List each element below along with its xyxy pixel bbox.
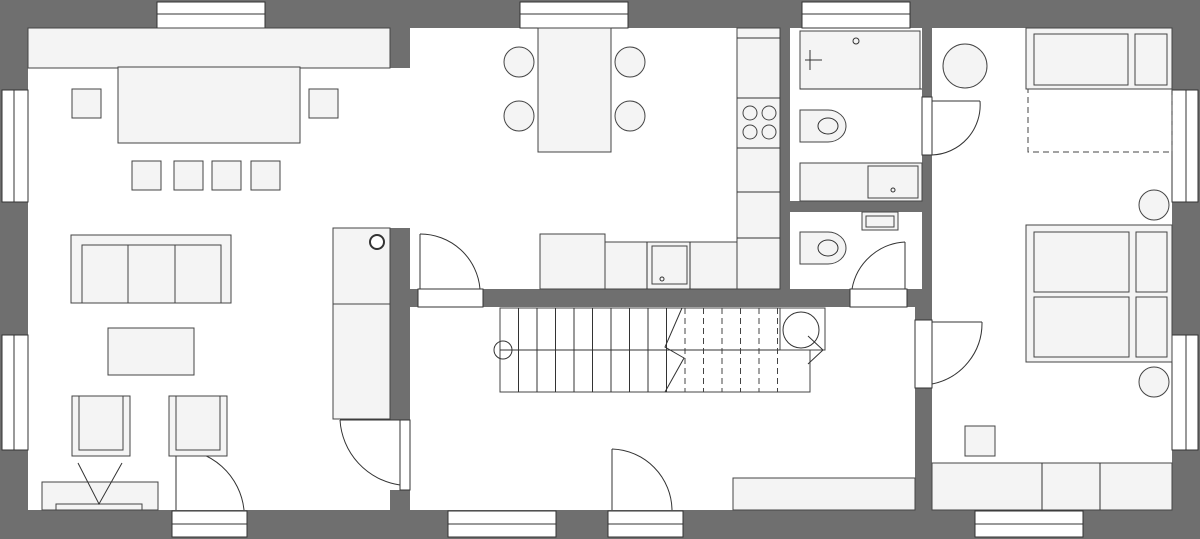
window-left-1 bbox=[1, 89, 29, 203]
fridge bbox=[539, 233, 606, 290]
interior-walls bbox=[365, 28, 932, 510]
door-hall-left bbox=[339, 419, 411, 491]
living-furniture bbox=[27, 27, 391, 511]
bathroom bbox=[799, 30, 923, 265]
counter bbox=[736, 27, 781, 290]
window-top-3 bbox=[801, 1, 911, 29]
stool bbox=[964, 425, 996, 457]
pillow bbox=[1135, 231, 1168, 293]
door-wc bbox=[849, 241, 908, 308]
dining-furniture bbox=[503, 27, 646, 153]
sofa-cushion bbox=[127, 244, 176, 304]
chair bbox=[211, 160, 242, 191]
bedroom bbox=[931, 27, 1173, 511]
stool bbox=[308, 88, 339, 119]
nightstand bbox=[1138, 366, 1170, 398]
sofa-cushion bbox=[81, 244, 129, 304]
shelf bbox=[27, 27, 391, 69]
stove-icon bbox=[742, 105, 777, 140]
armchair-seat bbox=[175, 395, 221, 451]
chair bbox=[503, 100, 535, 132]
window-bottom-1 bbox=[171, 510, 248, 538]
chair bbox=[614, 46, 646, 78]
chair bbox=[173, 160, 204, 191]
washbasin bbox=[867, 165, 919, 199]
round-table bbox=[942, 43, 988, 89]
pillow bbox=[1033, 296, 1130, 358]
chair bbox=[250, 160, 281, 191]
dining-table-large bbox=[117, 66, 301, 144]
door-living bbox=[175, 448, 245, 511]
door-kitchen bbox=[417, 233, 484, 308]
coffee-table bbox=[107, 327, 195, 376]
window-right-2 bbox=[1171, 334, 1199, 451]
window-bottom-2 bbox=[447, 510, 557, 538]
drain bbox=[659, 276, 665, 282]
tv-view-lines bbox=[77, 462, 123, 506]
kitchen bbox=[539, 27, 781, 290]
pillow bbox=[1033, 231, 1130, 293]
door-bath bbox=[921, 96, 981, 156]
window-bottom-3 bbox=[607, 510, 684, 538]
window-bottom-4 bbox=[974, 510, 1084, 538]
staircase bbox=[493, 307, 826, 393]
window-top-1 bbox=[156, 1, 266, 29]
door-entrance bbox=[611, 448, 673, 511]
window-right-1 bbox=[1171, 89, 1199, 203]
dining-table bbox=[537, 27, 612, 153]
armchair-seat bbox=[78, 395, 124, 451]
stool bbox=[71, 88, 102, 119]
door-bedroom bbox=[914, 319, 983, 389]
chimney bbox=[369, 234, 385, 250]
pillow bbox=[1135, 296, 1168, 358]
pillow bbox=[1134, 33, 1168, 86]
nightstand bbox=[1138, 189, 1170, 221]
sink bbox=[651, 245, 688, 285]
toilet bbox=[799, 109, 847, 143]
bed-extension bbox=[1027, 88, 1173, 153]
toilet bbox=[799, 231, 847, 265]
chair bbox=[503, 46, 535, 78]
hall-cabinet bbox=[732, 477, 916, 511]
chair bbox=[614, 100, 646, 132]
doors[interactable] bbox=[175, 96, 983, 511]
window-top-2 bbox=[519, 1, 629, 29]
chair bbox=[131, 160, 162, 191]
washing-machine bbox=[779, 307, 826, 351]
sofa-cushion bbox=[174, 244, 222, 304]
pillow bbox=[1033, 33, 1129, 86]
cabinet bbox=[332, 303, 391, 420]
window-left-2 bbox=[1, 334, 29, 451]
wardrobe bbox=[931, 462, 1173, 511]
